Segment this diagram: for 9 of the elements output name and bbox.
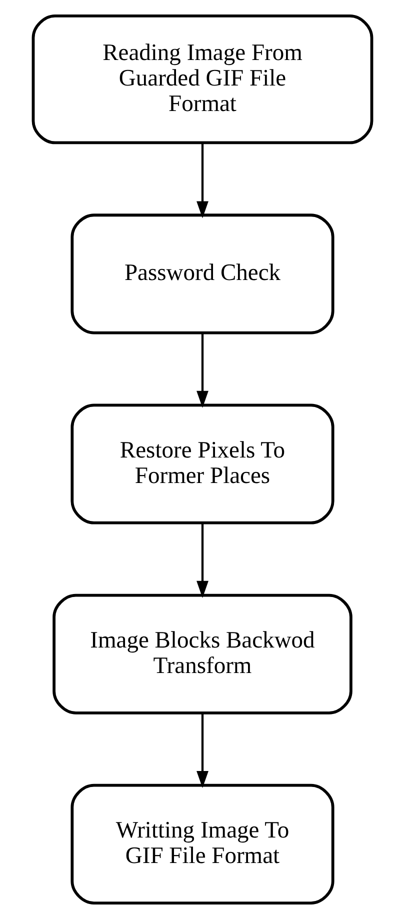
- arrow: [196, 713, 208, 788]
- node-box: Password Check: [70, 214, 334, 334]
- node-box: Image Blocks Backwod Transform: [52, 594, 352, 714]
- arrow: [196, 143, 208, 218]
- node-box: Reading Image From Guarded GIF File Format: [31, 14, 373, 144]
- arrow: [196, 333, 208, 408]
- node-box: Writting Image To GIF File Format: [70, 784, 334, 904]
- arrow: [196, 523, 208, 598]
- node-box: Restore Pixels To Former Places: [70, 404, 334, 524]
